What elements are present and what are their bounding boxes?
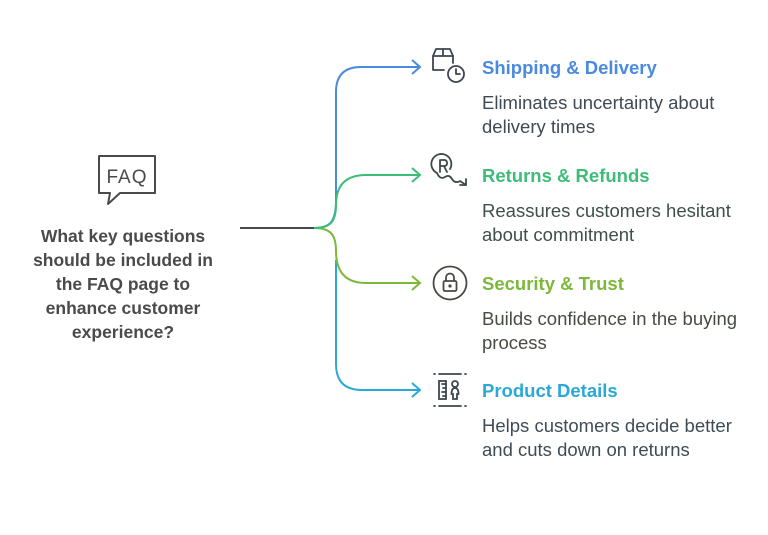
branch-title-product: Product Details — [482, 380, 618, 401]
branch-description-security: Builds confidence in the buying process — [482, 308, 738, 353]
branch-description-product: Helps customers decide better and cuts d… — [482, 415, 732, 460]
branch-title-shipping: Shipping & Delivery — [482, 57, 657, 78]
size-guide-icon — [433, 373, 467, 407]
branch-description-returns: Reassures customers hesitant about commi… — [482, 200, 731, 245]
branch-title-returns: Returns & Refunds — [482, 165, 650, 186]
package-clock-icon — [432, 48, 465, 83]
branch-connector-shipping — [313, 66, 420, 229]
branch-connector-returns — [313, 174, 420, 229]
svg-text:FAQ: FAQ — [106, 167, 147, 188]
branch-connector-security — [313, 227, 420, 284]
branch-arrow-shipping — [411, 59, 422, 75]
refund-arrow-icon — [430, 153, 467, 186]
branch-description-shipping: Eliminates uncertainty about delivery ti… — [482, 92, 715, 137]
branch-arrow-product — [411, 382, 422, 398]
faq-speech-bubble-icon: FAQ — [98, 155, 156, 205]
branch-connector-product — [335, 260, 420, 391]
lock-icon — [432, 265, 468, 301]
branch-arrow-returns — [411, 167, 422, 183]
branch-arrow-security — [411, 275, 422, 291]
central-question: What key questions should be included in… — [33, 226, 213, 342]
branch-title-security: Security & Trust — [482, 273, 624, 294]
